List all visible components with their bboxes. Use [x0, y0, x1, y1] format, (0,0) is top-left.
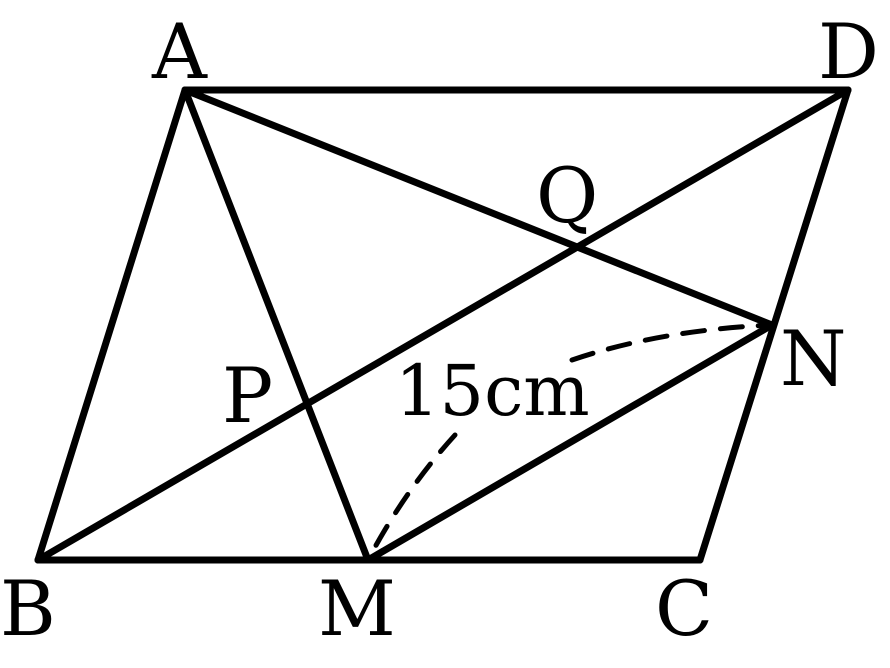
segment-an — [181, 86, 776, 329]
point-label-d: D — [818, 7, 879, 96]
point-label-q: Q — [536, 151, 598, 240]
segment-am — [181, 86, 372, 564]
point-label-m: M — [318, 564, 396, 653]
point-label-c: C — [655, 564, 713, 653]
point-label-a: A — [151, 7, 208, 96]
point-label-b: B — [0, 564, 56, 653]
segment-ab — [34, 86, 189, 564]
length-arc-bottom — [365, 432, 458, 563]
segment-mn — [364, 321, 776, 564]
point-label-n: N — [780, 314, 847, 403]
point-label-p: P — [222, 351, 273, 440]
segment-bd — [34, 86, 852, 564]
length-label: 15cm — [395, 350, 590, 432]
length-arc-top — [569, 322, 775, 363]
